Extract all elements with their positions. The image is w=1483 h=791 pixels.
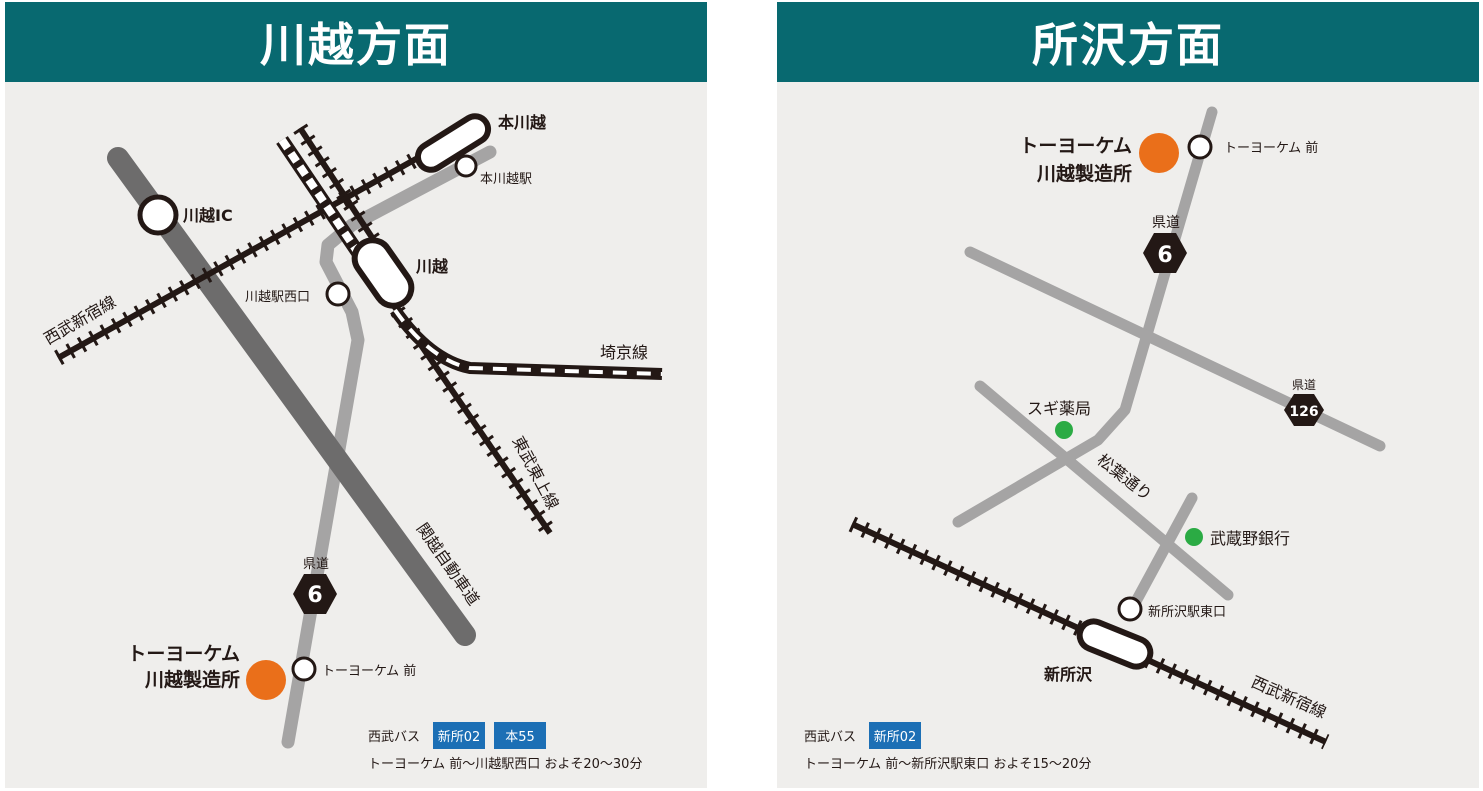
- shin-tokorozawa-higashiguchi-bus-stop-icon: [1117, 596, 1143, 622]
- musashino-bank-label: 武蔵野銀行: [1210, 529, 1290, 548]
- toyochem-mae-bus-stop-label: トーヨーケム 前: [1224, 140, 1318, 156]
- factory-location-icon: [246, 660, 286, 700]
- bus-info-text: トーヨーケム 前〜川越駅西口 およそ20〜30分: [368, 756, 642, 772]
- tokorozawa-map: 6 県道 126 県道 トーヨーケム 川越製造所 トーヨーケム 前 スギ薬局 武…: [777, 82, 1479, 788]
- bus-route-tag-1-label: 新所02: [438, 729, 481, 745]
- kawagoe-station-icon: [351, 237, 415, 309]
- hon-kawagoe-station-icon: [414, 113, 492, 173]
- bus-route-tag-2-label: 本55: [505, 730, 535, 745]
- route-126-marker-icon: [1284, 394, 1324, 426]
- factory-name-line1: トーヨーケム: [1019, 135, 1132, 157]
- bus-route-tag-1-label: 新所02: [874, 729, 917, 745]
- kanetsu-expressway: [107, 147, 476, 646]
- panel-title: 川越方面: [5, 2, 707, 82]
- kawagoe-ic-label: 川越IC: [182, 206, 233, 225]
- tokorozawa-panel: 所沢方面: [777, 2, 1479, 788]
- hon-kawagoe-bus-stop-icon: [454, 154, 478, 178]
- route-6-marker-icon: [1143, 233, 1187, 273]
- route-126-number: 126: [1289, 404, 1318, 420]
- sugi-pharmacy-icon: [1055, 421, 1073, 439]
- factory-name-line2: 川越製造所: [144, 668, 240, 691]
- musashino-bank-icon: [1185, 528, 1203, 546]
- route-126-label: 県道: [1292, 378, 1316, 392]
- route-6-number: 6: [1157, 243, 1172, 268]
- bus-route-tag-1: [869, 722, 921, 749]
- bus-operator-label: 西武バス: [368, 730, 420, 745]
- kawagoe-nishiguchi-bus-stop-icon: [325, 281, 351, 307]
- bus-operator-label: 西武バス: [804, 730, 856, 745]
- route-6-label: 県道: [1152, 215, 1180, 231]
- toyochem-mae-bus-stop-icon: [1187, 134, 1213, 160]
- tokorozawa-map-svg: 6 県道 126 県道 トーヨーケム 川越製造所 トーヨーケム 前 スギ薬局 武…: [804, 106, 1386, 772]
- toyochem-mae-bus-stop-label: トーヨーケム 前: [322, 663, 416, 679]
- bus-route-tag-2: [494, 722, 546, 749]
- kawagoe-panel: 川越方面: [5, 2, 707, 788]
- factory-name-line1: トーヨーケム: [127, 643, 240, 665]
- factory-name-line2: 川越製造所: [1036, 162, 1132, 185]
- hon-kawagoe-bus-stop-label: 本川越駅: [480, 172, 532, 187]
- hon-kawagoe-station-label: 本川越: [498, 113, 547, 132]
- bus-route-tag-1: [433, 722, 485, 749]
- route-6-label: 県道: [303, 557, 329, 572]
- kawagoe-map-svg: 6 県道 本川越 本川越駅 川越 川越駅西口 川越IC 西武新宿線 埼京線 東武…: [41, 113, 663, 772]
- saikyo-line-label: 埼京線: [600, 343, 648, 362]
- route-6-number: 6: [307, 583, 322, 608]
- factory-location-icon: [1139, 133, 1179, 173]
- kawagoe-ic-icon: [137, 194, 179, 236]
- kawagoe-nishiguchi-bus-stop-label: 川越駅西口: [245, 290, 310, 305]
- kawagoe-map: 6 県道 本川越 本川越駅 川越 川越駅西口 川越IC 西武新宿線 埼京線 東武…: [5, 82, 707, 788]
- road-main: [281, 145, 497, 749]
- kawagoe-station-label: 川越: [415, 257, 449, 276]
- sugi-pharmacy-label: スギ薬局: [1027, 399, 1091, 418]
- roads: [952, 106, 1386, 611]
- shin-tokorozawa-station-label: 新所沢: [1044, 665, 1093, 684]
- panel-title: 所沢方面: [777, 2, 1479, 82]
- saikyo-line: [390, 306, 663, 380]
- route-6-marker-icon: [293, 574, 337, 614]
- shin-tokorozawa-station-icon: [1076, 618, 1154, 670]
- shin-tokorozawa-higashiguchi-label: 新所沢駅東口: [1148, 604, 1226, 620]
- toyochem-mae-bus-stop-icon: [291, 656, 317, 682]
- seibu-shinjuku-line: [54, 123, 472, 365]
- bus-info-text: トーヨーケム 前〜新所沢駅東口 およそ15〜20分: [804, 756, 1091, 772]
